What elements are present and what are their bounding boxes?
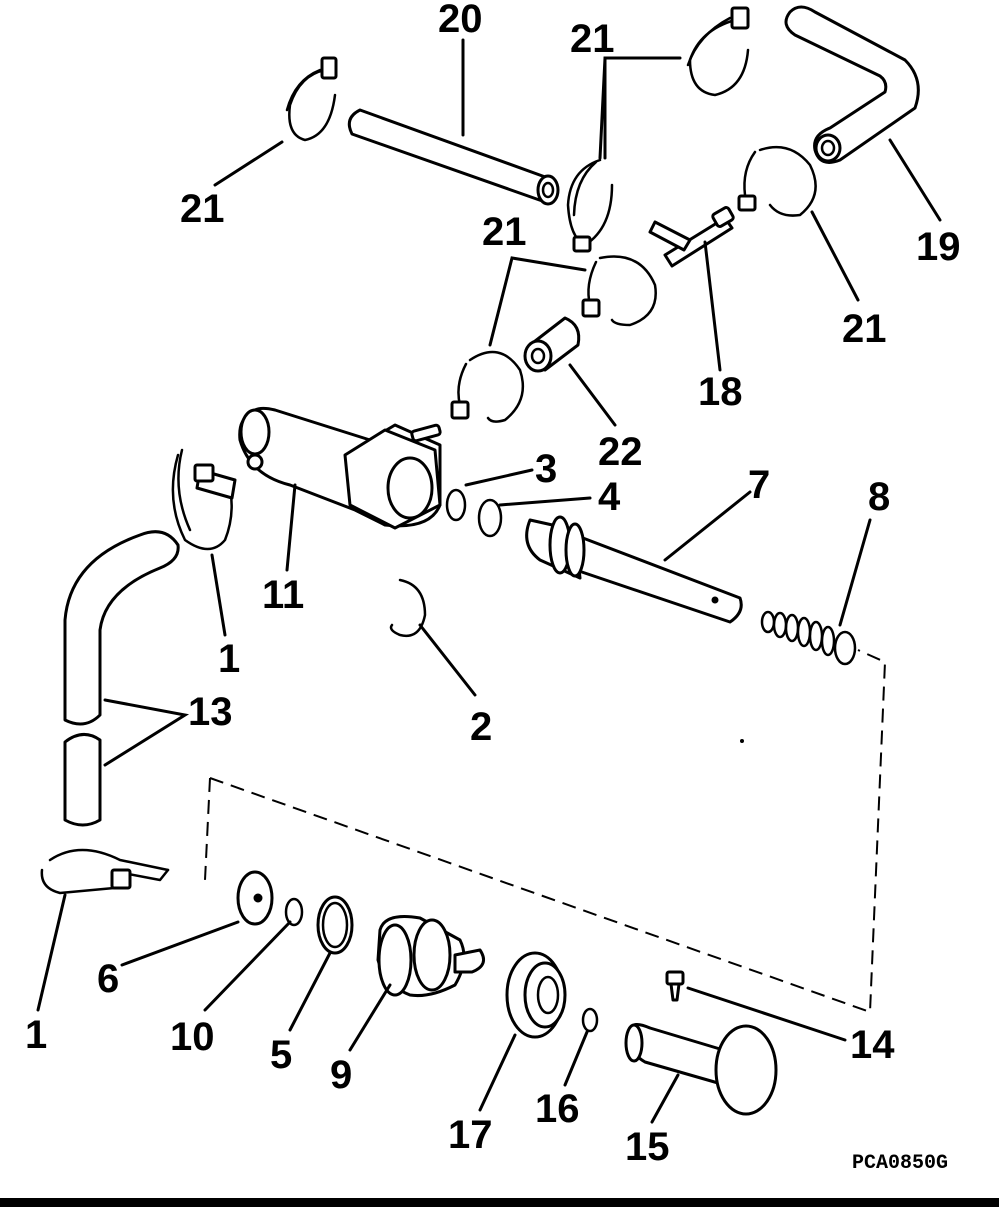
assembly-outline-dashed — [204, 649, 887, 1014]
part-10-o-ring — [284, 897, 304, 927]
callout-7: 7 — [748, 463, 770, 507]
part-3-o-ring — [445, 488, 467, 522]
part-15-knob — [624, 1023, 778, 1116]
callout-14: 14 — [850, 1023, 895, 1067]
callout-4: 4 — [598, 475, 621, 519]
callout-11: 11 — [262, 573, 304, 617]
part-20-hose — [347, 108, 560, 206]
part-21-clamp-left — [285, 56, 338, 142]
callout-17: 17 — [448, 1113, 493, 1157]
callout-1: 1 — [25, 1013, 47, 1057]
drawing-code: PCA0850G — [852, 1152, 948, 1175]
part-21-clamp-right — [737, 145, 817, 217]
callout-labels: 20 21 21 21 21 19 18 22 3 4 7 8 11 1 13 … — [25, 0, 961, 1169]
callout-10: 10 — [170, 1015, 215, 1059]
callout-13: 13 — [188, 690, 233, 734]
part-5-o-ring — [316, 895, 354, 955]
part-18-tee-fitting — [648, 206, 735, 268]
part-1-cable-tie-lower — [40, 848, 170, 895]
callout-18: 18 — [698, 370, 743, 414]
bottom-rule — [0, 1198, 999, 1207]
callout-5: 5 — [270, 1033, 292, 1077]
callout-21: 21 — [842, 307, 887, 351]
callout-16: 16 — [535, 1087, 580, 1131]
speck — [740, 739, 744, 743]
part-4-o-ring — [477, 498, 503, 538]
part-1-cable-tie-upper — [171, 448, 237, 551]
leader-lines — [36, 38, 942, 1124]
part-13-hose — [63, 530, 180, 827]
callout-21: 21 — [570, 17, 615, 61]
part-21-clamp-lower-mid — [450, 350, 525, 423]
callout-20: 20 — [438, 0, 483, 41]
part-9-valve — [376, 915, 486, 997]
callout-22: 22 — [598, 430, 643, 474]
part-21-clamp-middle — [566, 158, 614, 253]
part-17-cap — [505, 951, 567, 1039]
callout-21: 21 — [180, 187, 225, 231]
callout-8: 8 — [868, 475, 890, 519]
callout-1: 1 — [218, 637, 240, 681]
part-7-shaft — [525, 515, 743, 624]
part-19-bent-hose — [784, 5, 920, 164]
callout-15: 15 — [625, 1125, 670, 1169]
part-22-sleeve — [523, 316, 581, 373]
part-6-washer — [236, 870, 274, 926]
callout-21: 21 — [482, 210, 527, 254]
part-8-spring — [760, 610, 857, 666]
part-2-snap-ring — [389, 578, 427, 638]
callout-6: 6 — [97, 957, 119, 1001]
part-21-clamp-upper-mid — [581, 255, 657, 327]
part-16-o-ring — [581, 1007, 599, 1033]
callout-2: 2 — [470, 705, 492, 749]
part-14-screw — [665, 970, 685, 1002]
part-21-clamp-top-right — [686, 6, 750, 97]
callout-3: 3 — [535, 447, 557, 491]
callout-19: 19 — [916, 225, 961, 269]
callout-9: 9 — [330, 1053, 352, 1097]
part-11-housing — [238, 406, 442, 530]
